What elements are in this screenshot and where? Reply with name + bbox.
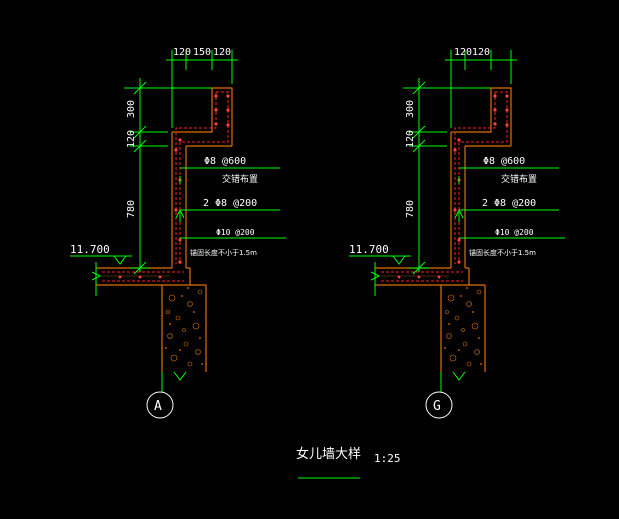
dimension-side-a: 300 120 780 [126, 100, 137, 218]
dim-side-a-3: 780 [126, 200, 137, 218]
dim-side-g-3: 780 [405, 200, 416, 218]
parapet-detail-g: 120 120 300 120 780 11.700 Φ8 @600 交错布置 … [348, 47, 566, 419]
dim-top-a-3: 120 [213, 47, 231, 58]
rebar-3-note-g: 锚固长度不小于1.5m [469, 248, 536, 257]
dim-top-a-2: 150 [193, 47, 211, 58]
rebar-3-note-a: 锚固长度不小于1.5m [190, 248, 257, 257]
rebar-2-label-g: 2 Φ8 @200 [482, 198, 536, 209]
parapet-detail-a: 120 150 120 300 120 780 11.700 Φ8 @600 交… [69, 47, 287, 419]
axis-label-a: A [154, 399, 162, 414]
rebar-1-label-a: Φ8 @600 [204, 156, 246, 167]
drawing-title: 女儿墙大样 [296, 446, 361, 462]
drawing-title-block: 女儿墙大样 1:25 [296, 446, 401, 479]
rebar-3-label-g: Φ10 @200 [495, 228, 534, 237]
rebar-3-label-a: Φ10 @200 [216, 228, 255, 237]
rebar-1-note-a: 交错布置 [222, 173, 258, 185]
elevation-label-g: 11.700 [349, 243, 389, 256]
rebar-1-note-g: 交错布置 [501, 173, 537, 185]
rebar-1-label-g: Φ8 @600 [483, 156, 525, 167]
dim-top-a-1: 120 [173, 47, 191, 58]
dim-top-g-2: 120 [472, 47, 490, 58]
dim-side-g-1: 300 [405, 100, 416, 118]
dim-top-g-1: 120 [454, 47, 472, 58]
dimension-top-g: 120 120 [454, 47, 490, 58]
elevation-label-a: 11.700 [70, 243, 110, 256]
rebar-2-label-a: 2 Φ8 @200 [203, 198, 257, 209]
dim-side-a-1: 300 [126, 100, 137, 118]
axis-label-g: G [433, 399, 441, 414]
drawing-scale: 1:25 [374, 452, 401, 465]
dimension-top-a: 120 150 120 [173, 47, 231, 58]
dim-side-g-2: 120 [405, 130, 416, 148]
dim-side-a-2: 120 [126, 130, 137, 148]
dimension-side-g: 300 120 780 [405, 100, 416, 218]
